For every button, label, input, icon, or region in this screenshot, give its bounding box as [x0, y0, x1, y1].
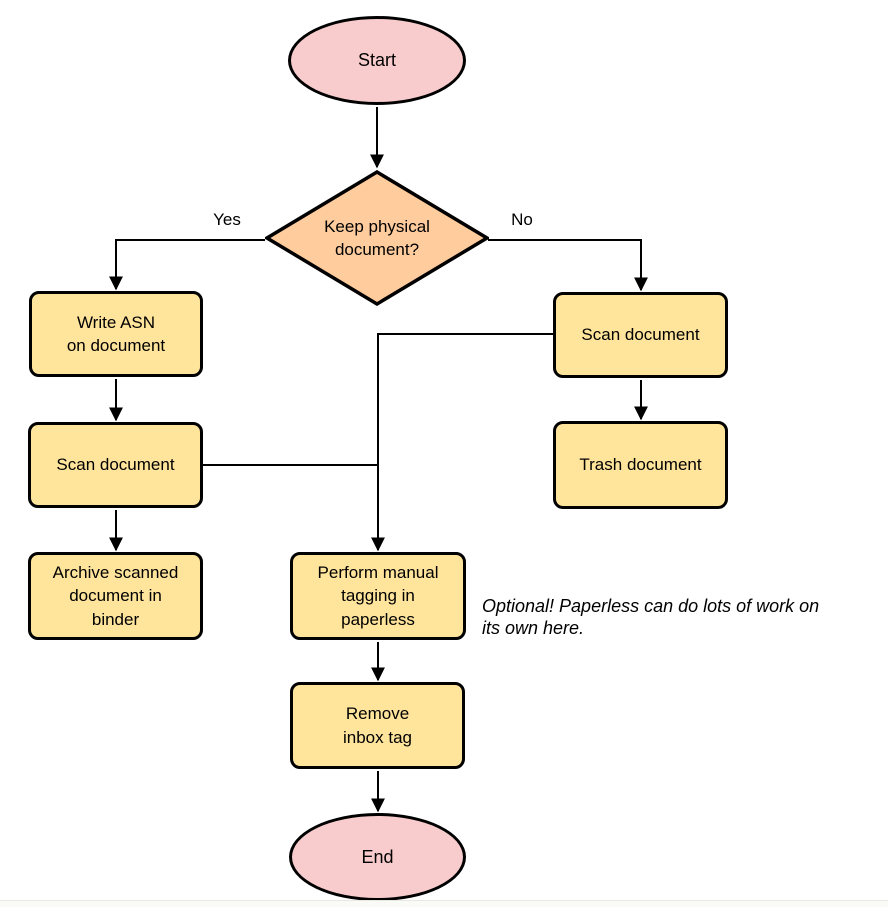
edge-scan-right-perform-tagging: [371, 333, 553, 552]
edge-label-yes: Yes: [213, 210, 241, 229]
edge-label-no: No: [511, 210, 533, 229]
decision-node-label: Keep physical document?: [324, 216, 430, 259]
archive-node-label: Archive scanned document in binder: [52, 562, 179, 629]
remove-inbox-tag-node-label: Remove inbox tag: [343, 704, 412, 747]
page-bottom-edge: [0, 900, 888, 907]
end-node: End: [289, 813, 466, 901]
end-node-label: End: [361, 846, 394, 867]
scan-document-right-node: Scan document: [553, 292, 728, 378]
start-node-label: Start: [357, 50, 396, 71]
decision-node: Keep physical document?: [265, 170, 489, 306]
scan-document-left-node-label: Scan document: [56, 455, 175, 475]
edge-decision-write-asn: [109, 239, 265, 291]
annotation-note: Optional! Paperless can do lots of work …: [482, 596, 820, 638]
trash-document-node-label: Trash document: [579, 455, 702, 475]
trash-document-node: Trash document: [553, 421, 728, 509]
decision-diamond-shape: [265, 170, 489, 306]
remove-inbox-tag-node: Remove inbox tag: [290, 682, 465, 769]
archive-node: Archive scanned document in binder: [28, 552, 203, 640]
edge-decision-scan-right: [488, 239, 648, 292]
perform-tagging-node-label: Perform manual tagging in paperless: [317, 562, 439, 629]
write-asn-node: Write ASN on document: [29, 291, 203, 377]
scan-document-right-node-label: Scan document: [581, 325, 700, 345]
perform-tagging-node: Perform manual tagging in paperless: [290, 552, 466, 640]
start-node: Start: [288, 16, 466, 105]
write-asn-node-label: Write ASN on document: [66, 312, 166, 355]
scan-document-left-node: Scan document: [28, 422, 203, 508]
